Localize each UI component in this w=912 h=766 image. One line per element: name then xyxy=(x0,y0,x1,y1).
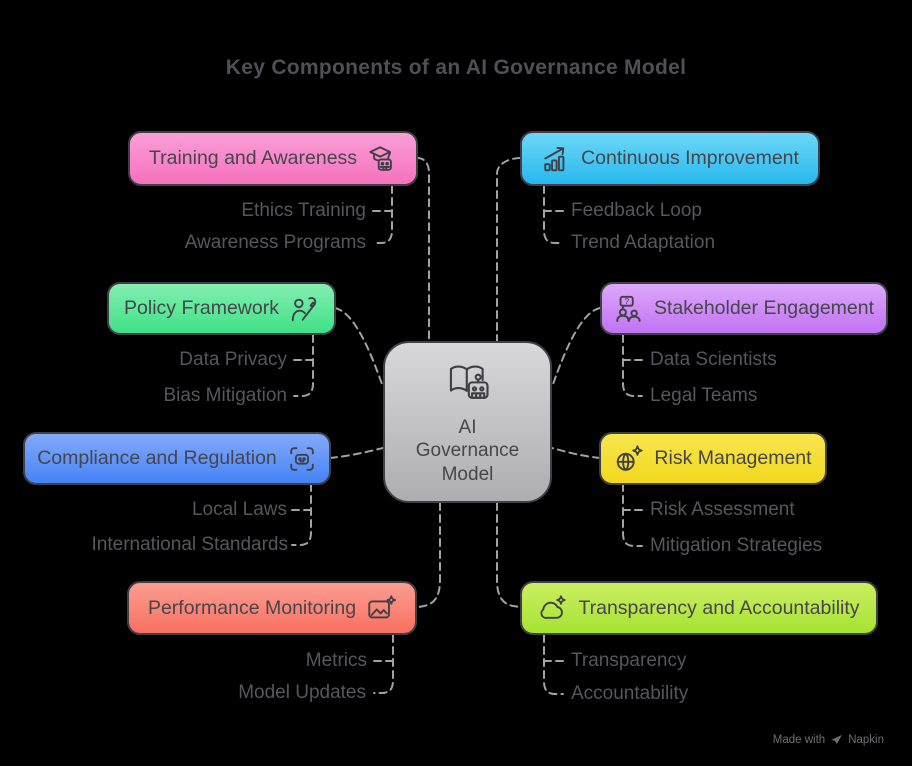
globe-sparkle-icon xyxy=(614,444,644,474)
branch-label: Transparency and Accountability xyxy=(578,596,860,619)
branch-node-transparency-and-accountability: Transparency and Accountability xyxy=(520,581,878,635)
sub-topic-label: Feedback Loop xyxy=(571,200,702,221)
graduation-robot-icon xyxy=(367,144,397,174)
sub-topic-label: Trend Adaptation xyxy=(571,232,716,253)
watermark-brand: Napkin xyxy=(848,733,884,746)
sub-topic-label: Data Privacy xyxy=(179,349,287,370)
sub-topic-label: Metrics xyxy=(305,650,367,671)
svg-text:?: ? xyxy=(624,295,629,305)
sub-topic-label: Data Scientists xyxy=(650,349,777,370)
branch-node-stakeholder-engagement: ? Stakeholder Engagement xyxy=(600,282,888,335)
center-label: AI Governance Model xyxy=(415,416,520,485)
branch-label: Stakeholder Engagement xyxy=(653,297,875,319)
book-robot-icon xyxy=(442,358,494,410)
branch-label: Risk Management xyxy=(654,447,812,469)
napkin-watermark: Made with Napkin xyxy=(773,733,884,746)
person-signing-icon xyxy=(289,294,319,324)
sub-topic-label: Awareness Programs xyxy=(184,232,366,253)
branch-label: Compliance and Regulation xyxy=(37,447,277,469)
sub-topic-label: Bias Mitigation xyxy=(163,385,287,406)
branch-node-risk-management: Risk Management xyxy=(599,432,827,485)
sub-topic-label: Accountability xyxy=(571,683,689,704)
branch-label: Performance Monitoring xyxy=(147,596,357,619)
branch-node-compliance-and-regulation: Compliance and Regulation xyxy=(23,432,331,485)
sub-topic-label: Ethics Training xyxy=(241,200,366,221)
sub-topic-label: Model Updates xyxy=(238,682,366,703)
branch-label: Training and Awareness xyxy=(148,147,358,169)
branch-node-policy-framework: Policy Framework xyxy=(107,282,336,335)
cloud-sparkle-icon xyxy=(538,593,568,623)
sub-topic-label: Transparency xyxy=(571,650,687,671)
sub-topic-label: Mitigation Strategies xyxy=(650,535,823,556)
image-sparkle-icon xyxy=(366,593,397,623)
watermark-prefix: Made with xyxy=(772,733,826,746)
branch-node-performance-monitoring: Performance Monitoring xyxy=(127,581,417,635)
sub-topic-label: Legal Teams xyxy=(650,385,758,406)
branch-label: Policy Framework xyxy=(124,297,279,319)
center-node-ai-governance-model: AI Governance Model xyxy=(383,341,552,503)
napkin-logo-icon xyxy=(830,733,843,746)
branch-node-continuous-improvement: Continuous Improvement xyxy=(520,131,820,186)
sub-topic-label: International Standards xyxy=(91,534,288,555)
bar-chart-growth-icon xyxy=(541,144,571,174)
branch-node-training-and-awareness: Training and Awareness xyxy=(128,131,418,186)
sub-topic-label: Local Laws xyxy=(191,499,287,520)
robot-scan-icon xyxy=(287,444,317,474)
people-question-icon: ? xyxy=(614,294,644,324)
sub-topic-label: Risk Assessment xyxy=(650,499,795,520)
branch-label: Continuous Improvement xyxy=(581,147,799,169)
diagram-title: Key Components of an AI Governance Model xyxy=(225,56,687,79)
